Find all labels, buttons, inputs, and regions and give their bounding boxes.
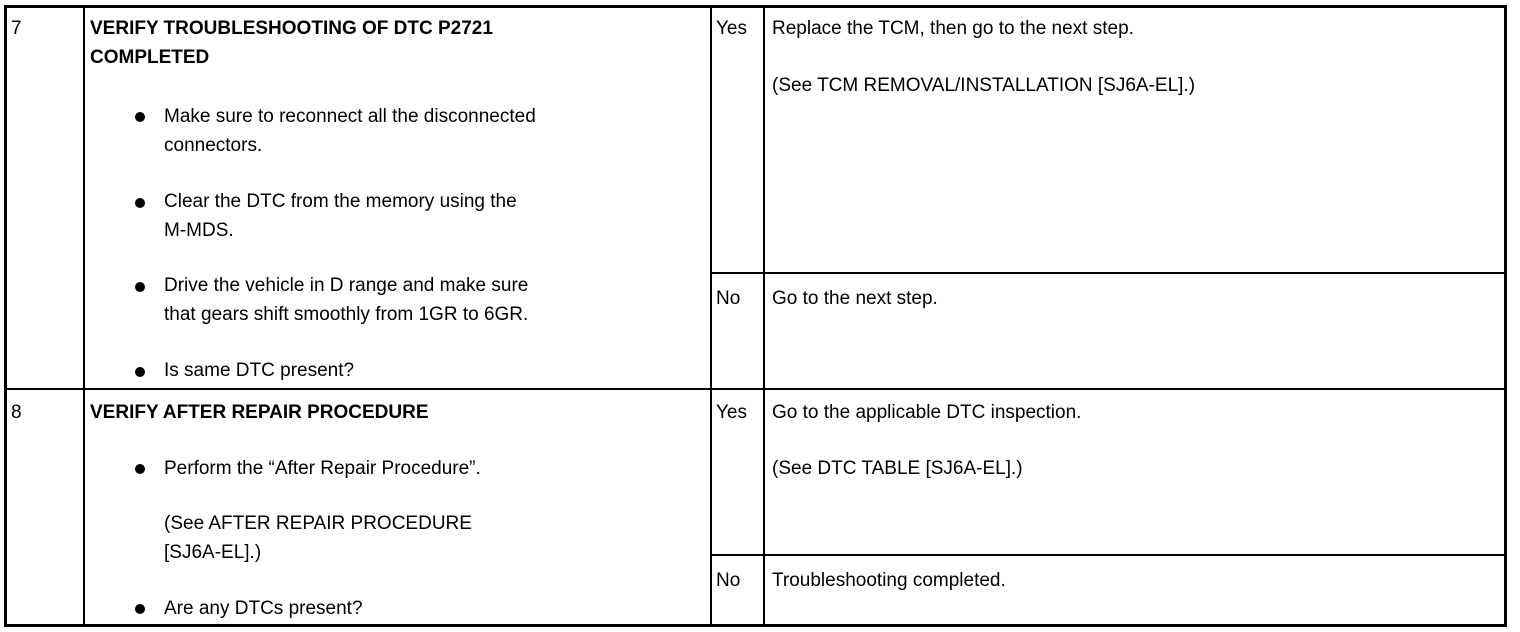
divider-row7-yes-no	[710, 272, 1504, 274]
step-title-line-2: COMPLETED	[90, 47, 210, 68]
no-label: No	[716, 288, 741, 309]
bullet-icon	[135, 198, 145, 208]
no-label: No	[716, 570, 741, 591]
bullet-text-line: Make sure to reconnect all the disconnec…	[164, 106, 536, 127]
bullet-icon	[135, 604, 145, 614]
bullet-text-line: Is same DTC present?	[164, 360, 355, 381]
yes-label: Yes	[716, 18, 747, 39]
bullet-sub-line: [SJ6A-EL].)	[164, 542, 262, 563]
step-title-line-1: VERIFY AFTER REPAIR PROCEDURE	[90, 402, 429, 423]
bullet-text-line: Perform the “After Repair Procedure”.	[164, 458, 481, 479]
bullet-text-line: connectors.	[164, 135, 263, 156]
bullet-icon	[135, 464, 145, 474]
troubleshooting-table: 7 VERIFY TROUBLESHOOTING OF DTC P2721 CO…	[4, 5, 1507, 627]
bullet-text-line: M-MDS.	[164, 220, 234, 241]
divider-result-column	[763, 8, 765, 624]
yes-result-line: (See DTC TABLE [SJ6A-EL].)	[772, 458, 1023, 479]
step-number: 8	[11, 402, 22, 423]
no-result-line: Go to the next step.	[772, 288, 938, 309]
bullet-text-line: Are any DTCs present?	[164, 598, 363, 619]
yes-result-line: Go to the applicable DTC inspection.	[772, 402, 1082, 423]
yes-result-line: Replace the TCM, then go to the next ste…	[772, 18, 1134, 39]
bullet-icon	[135, 112, 145, 122]
divider-action-column	[710, 8, 712, 624]
bullet-text-line: Clear the DTC from the memory using the	[164, 191, 517, 212]
bullet-text-line: that gears shift smoothly from 1GR to 6G…	[164, 304, 529, 325]
bullet-text-line: Drive the vehicle in D range and make su…	[164, 275, 529, 296]
no-result-line: Troubleshooting completed.	[772, 570, 1006, 591]
divider-row-7-8	[7, 388, 1504, 390]
bullet-icon	[135, 282, 145, 292]
divider-step-column	[83, 8, 85, 624]
step-number: 7	[11, 18, 22, 39]
yes-result-line: (See TCM REMOVAL/INSTALLATION [SJ6A-EL].…	[772, 75, 1196, 96]
step-title-line-1: VERIFY TROUBLESHOOTING OF DTC P2721	[90, 18, 493, 39]
bullet-icon	[135, 367, 145, 377]
bullet-sub-line: (See AFTER REPAIR PROCEDURE	[164, 513, 472, 534]
divider-row8-yes-no	[710, 554, 1504, 556]
yes-label: Yes	[716, 402, 747, 423]
